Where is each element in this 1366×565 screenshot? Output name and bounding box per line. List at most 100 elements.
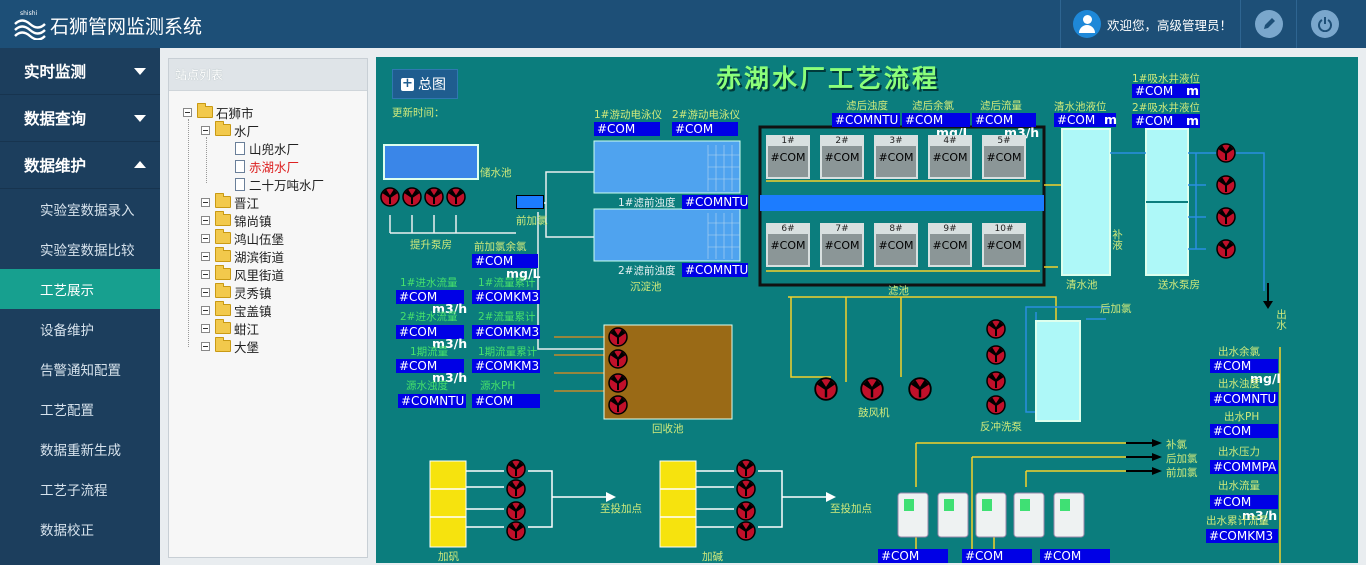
sidebar-item-sub-process[interactable]: 工艺子流程 [0,469,160,509]
filter-cell: 4##COM [928,135,972,179]
pump-icon[interactable] [1216,143,1236,163]
collapse-icon[interactable] [201,306,210,315]
chlorinator3-value: #COM [1040,549,1110,563]
level-mark-label: 补液 [1110,229,1125,250]
pump-icon[interactable] [1216,207,1236,227]
overview-button[interactable]: + 总图 [392,69,458,99]
tree-node-region[interactable]: 蚶江 [201,319,259,337]
tree-node-region[interactable]: 湖滨街道 [201,247,284,265]
sidebar: 实时监测 数据查询 数据维护 实验室数据录入 实验室数据比较 工艺展示 设备维护… [0,48,160,565]
sidebar-item-process-config[interactable]: 工艺配置 [0,389,160,429]
tree-node-plant-selected[interactable]: 赤湖水厂 [235,157,299,175]
edit-button[interactable] [1240,0,1296,48]
tree-node-region[interactable]: 灵秀镇 [201,283,272,301]
blower-icon[interactable] [860,377,884,401]
menu-maintenance[interactable]: 数据维护 [0,142,160,189]
collapse-icon[interactable] [201,126,210,135]
pump-icon[interactable] [986,319,1006,339]
pump-icon[interactable] [424,187,444,207]
flow-sum1-label: 1#流量累计 [478,275,535,290]
tree-node-root[interactable]: 石狮市 [183,103,254,121]
sidebar-item-data-regenerate[interactable]: 数据重新生成 [0,429,160,469]
pump-icon[interactable] [986,395,1006,415]
pump-icon[interactable] [446,187,466,207]
filter-cell: 8##COM [874,223,918,267]
collapse-icon[interactable] [201,198,210,207]
post-add-label: 后加氯 [1100,301,1132,316]
caret-down-icon [134,68,146,75]
pre-chlorine-tank [516,195,544,209]
sidebar-item-process-display[interactable]: 工艺展示 [0,269,160,309]
post-turb-value: #COMNTU [832,113,900,127]
menu-realtime[interactable]: 实时监测 [0,48,160,95]
pump-icon[interactable] [506,501,526,521]
pump-icon[interactable] [986,345,1006,365]
logout-button[interactable] [1296,0,1352,48]
process-diagram: 赤湖水厂工艺流程 + 总图 更新时间： 储水池 提升泵房 前加氯 1#游动电泳仪… [376,57,1358,563]
chlorine-target-3: 前加氯 [1166,465,1198,480]
welcome-text: 欢迎您，高级管理员！ [1107,15,1232,34]
collapse-icon[interactable] [201,288,210,297]
folder-icon [215,304,231,316]
menu-query[interactable]: 数据查询 [0,95,160,142]
collapse-icon[interactable] [201,324,210,333]
collapse-icon[interactable] [201,342,210,351]
folder-icon [215,124,231,136]
out-flow-label: 出水流量 [1218,478,1260,493]
turbidity1-label: 1#游动电泳仪 [594,107,662,122]
collapse-icon[interactable] [201,216,210,225]
menu-label: 实时监测 [24,60,86,82]
caret-down-icon [134,115,146,122]
blower-icon[interactable] [814,377,838,401]
tree-node-water-plants[interactable]: 水厂 [201,121,259,139]
folder-icon [197,106,213,118]
pump-icon[interactable] [608,395,628,415]
collapse-icon[interactable] [201,234,210,243]
out-pressure-label: 出水压力 [1218,444,1260,459]
collapse-icon[interactable] [201,252,210,261]
pump-icon[interactable] [608,373,628,393]
folder-icon [215,250,231,262]
blower-icon[interactable] [908,377,932,401]
sidebar-item-alarm-config[interactable]: 告警通知配置 [0,349,160,389]
pump-icon[interactable] [736,521,756,541]
chlorinator1-value: #COM [878,549,948,563]
pump-icon[interactable] [986,371,1006,391]
chlorinator2-value: #COM [962,549,1032,563]
sidebar-item-lab-compare[interactable]: 实验室数据比较 [0,229,160,269]
pump-icon[interactable] [736,479,756,499]
folder-icon [215,340,231,352]
tree-node-region[interactable]: 鸿山伍堡 [201,229,284,247]
pump-icon[interactable] [380,187,400,207]
tree-node-plant[interactable]: 山兜水厂 [235,139,299,157]
pump-icon[interactable] [402,187,422,207]
tree-node-region[interactable]: 宝盖镇 [201,301,272,319]
out-ph-value: #COM [1210,424,1278,438]
out-flow-value: #COM [1210,495,1278,509]
pump-icon[interactable] [608,349,628,369]
pump-icon[interactable] [608,327,628,347]
sidebar-item-device-maintenance[interactable]: 设备维护 [0,309,160,349]
flow-sum2-value: #COMKM3 [472,325,540,339]
sidebar-item-lab-entry[interactable]: 实验室数据录入 [0,189,160,229]
recycle-label: 回收池 [652,421,684,436]
tree-node-plant[interactable]: 二十万吨水厂 [235,175,324,193]
pre-turb2-value: #COMNTU [682,263,748,277]
tree-node-region[interactable]: 大堡 [201,337,259,355]
pump-icon[interactable] [506,459,526,479]
tree-node-region[interactable]: 晋江 [201,193,259,211]
pump-icon[interactable] [1216,175,1236,195]
pump-icon[interactable] [736,501,756,521]
pump-icon[interactable] [506,521,526,541]
menu-label: 数据维护 [24,154,86,176]
pump-icon[interactable] [736,459,756,479]
collapse-icon[interactable] [183,108,192,117]
pump-icon[interactable] [1216,239,1236,259]
user-info[interactable]: 欢迎您，高级管理员！ [1060,0,1236,48]
sidebar-item-data-correction[interactable]: 数据校正 [0,509,160,549]
collapse-icon[interactable] [201,270,210,279]
tree-node-region[interactable]: 锦尚镇 [201,211,272,229]
tree-node-region[interactable]: 风里街道 [201,265,284,283]
pump-icon[interactable] [506,479,526,499]
turbidity2-label: 2#游动电泳仪 [672,107,740,122]
